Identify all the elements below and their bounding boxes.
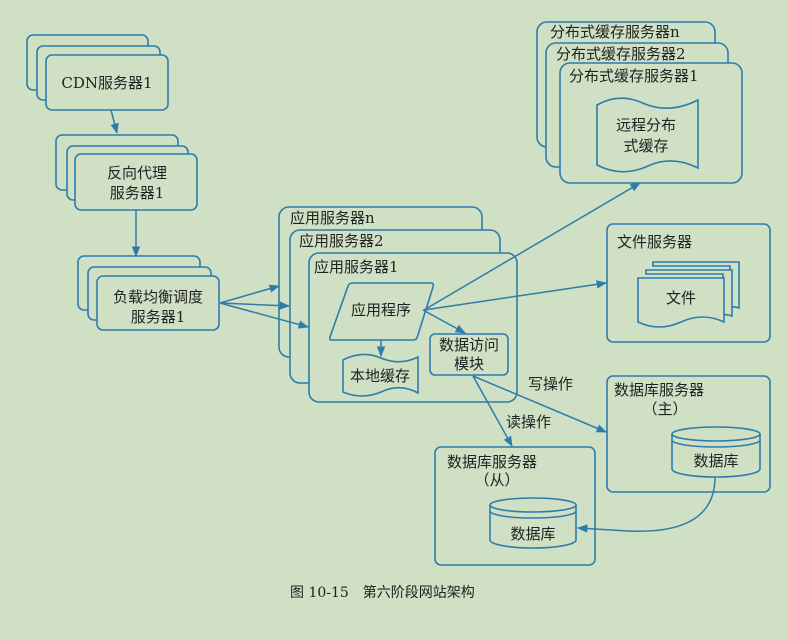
file-server-label: 文件服务器: [617, 233, 692, 251]
db-slave-server: 数据库服务器 （从） 数据库: [434, 446, 596, 566]
data-access-label-1: 数据访问: [439, 336, 499, 354]
remote-cache-label-1: 远程分布: [616, 116, 676, 134]
file-server: 文件服务器 文件: [606, 223, 771, 343]
file-label: 文件: [666, 289, 696, 307]
arrow-app-cache: [423, 182, 641, 311]
cache-server-n-label: 分布式缓存服务器n: [550, 23, 680, 41]
arrow-app-file: [423, 280, 608, 311]
arrow-app-data-access: [422, 309, 466, 334]
cache-server-1-label: 分布式缓存服务器1: [569, 67, 699, 85]
db-master-server: 数据库服务器 （主） 数据库: [606, 375, 771, 493]
app-server-2-label: 应用服务器2: [299, 232, 384, 250]
app-server-1-label: 应用服务器1: [314, 258, 399, 276]
figure-caption: 图 10-15 第六阶段网站架构: [290, 584, 475, 601]
proxy-label-1: 反向代理: [107, 164, 167, 182]
arrow-write: [472, 375, 607, 433]
arrow-cdn-proxy: [110, 109, 119, 135]
cdn-label: CDN服务器1: [61, 74, 152, 92]
lb-label-1: 负载均衡调度: [113, 288, 203, 306]
arrow-read: [472, 375, 513, 447]
db-master-database-label: 数据库: [693, 452, 738, 470]
db-slave-label-1: 数据库服务器: [447, 453, 537, 471]
cache-server-2-label: 分布式缓存服务器2: [556, 45, 686, 63]
db-master-label-2: （主）: [642, 400, 687, 418]
db-slave-database-label: 数据库: [510, 525, 555, 543]
read-op-label: 读操作: [506, 413, 551, 431]
write-op-label: 写操作: [528, 375, 573, 393]
remote-cache-label-2: 式缓存: [623, 137, 668, 155]
lb-label-2: 服务器1: [131, 308, 186, 326]
reverse-proxy-stack: 反向代理 服务器1: [55, 134, 198, 211]
local-cache-label: 本地缓存: [350, 367, 410, 385]
arrow-lb-app-2: [219, 301, 291, 310]
cdn-server-stack: CDN服务器1: [26, 34, 169, 111]
distributed-cache-stack: 分布式缓存服务器n 分布式缓存服务器2 分布式缓存服务器1 远程分布 式缓存: [536, 21, 743, 184]
app-server-n-label: 应用服务器n: [290, 209, 375, 227]
arrow-replication: [576, 476, 716, 533]
data-access-module-box: [429, 333, 509, 376]
local-cache-shape: [342, 353, 419, 397]
arrow-lb-app-n: [219, 284, 281, 304]
proxy-label-2: 服务器1: [110, 184, 165, 202]
app-program-label: 应用程序: [351, 301, 411, 319]
load-balancer-stack: 负载均衡调度 服务器1: [77, 255, 220, 331]
data-access-label-2: 模块: [454, 355, 484, 373]
db-slave-label-2: （从）: [474, 471, 519, 489]
db-master-label-1: 数据库服务器: [614, 381, 704, 399]
arrow-lb-app-1: [219, 302, 310, 329]
app-program-shape: [328, 282, 435, 341]
